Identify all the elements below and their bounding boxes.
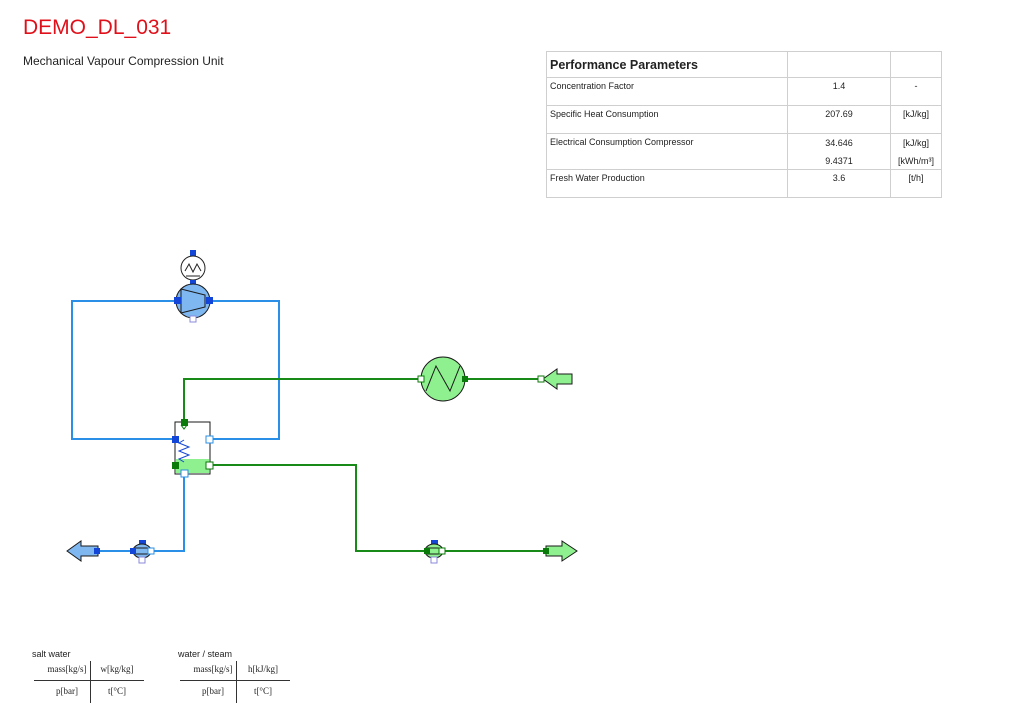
row-unit: [kJ/kg] [902,138,929,148]
table-row: Concentration Factor 1.4 - [546,77,942,106]
legend-bottom-left: p[bar] [56,686,78,696]
evaporator-top-port [181,419,188,426]
performance-parameters-table: Performance Parameters Concentration Fac… [546,51,942,198]
legend-title: salt water [32,649,71,659]
row-unit: [t/h] [890,169,942,198]
compressor-icon[interactable] [174,283,213,323]
table-row: Fresh Water Production 3.6 [t/h] [546,169,942,198]
row-value: 207.69 [787,105,891,134]
vapour-loop-right [210,300,280,440]
legend-title: water / steam [178,649,233,659]
preheat-to-evaporator-line [183,378,421,421]
page-title: DEMO_DL_031 [23,16,172,39]
legend-divider [236,661,237,703]
preheater-left-port [417,375,425,383]
legend-bottom-left: p[bar] [202,686,224,696]
evaporator-icon[interactable] [172,419,214,478]
salt-water-lines [71,300,280,552]
legend-bottom-right: t[°C] [107,686,127,696]
row-value: 9.4371 [825,156,853,166]
table-header-row: Performance Parameters [546,51,942,78]
legend-salt-water: salt water mass[kg/s] w[kg/kg] p[bar] t[… [32,649,152,705]
legend-divider [180,680,290,681]
brine-pump-icon[interactable] [130,540,155,564]
row-label: Concentration Factor [546,77,788,106]
page-subtitle: Mechanical Vapour Compression Unit [23,54,224,68]
row-unit: [kWh/m³] [898,156,934,166]
distillate-sink-arrow-icon[interactable] [543,540,578,562]
preheater-icon[interactable] [417,356,468,402]
legend-water-steam: water / steam mass[kg/s] h[kJ/kg] p[bar]… [178,649,298,705]
row-unit: [kJ/kg] [890,105,942,134]
row-label: Fresh Water Production [546,169,788,198]
motor-top-port [190,250,196,256]
row-value: 3.6 [787,169,891,198]
legend-bottom-right: t[°C] [253,686,273,696]
legend-top-left: mass[kg/s] [47,664,87,674]
distillate-line [210,464,428,552]
water-steam-lines [183,378,546,552]
evaporator-distillate-in-port [172,462,179,469]
evaporator-distillate-out-port [205,461,214,470]
legend-divider [90,661,91,703]
vapour-loop-left [71,300,178,440]
evaporator-brine-out-port [180,469,189,478]
legend-top-right: w[kg/kg] [100,664,134,674]
legend-top-right: h[kJ/kg] [248,664,278,674]
row-value: 1.4 [787,77,891,106]
performance-parameters-title: Performance Parameters [550,57,698,72]
row-units: [kJ/kg] [kWh/m³] [890,133,942,170]
brine-sink-arrow-icon[interactable] [66,540,100,562]
legend-divider [34,680,144,681]
compressor-outlet-port [206,297,213,304]
motor-icon[interactable] [180,250,206,286]
legend-top-left: mass[kg/s] [193,664,233,674]
feed-source-arrow-icon[interactable] [537,368,573,390]
row-label: Specific Heat Consumption [546,105,788,134]
table-row: Specific Heat Consumption 207.69 [kJ/kg] [546,105,942,134]
row-unit: - [890,77,942,106]
brine-outlet-line [148,474,185,552]
row-values: 34.646 9.4371 [787,133,891,170]
preheater-right-port [462,376,468,382]
evaporator-vapour-out-port [205,435,214,444]
motor-shaft-port [190,280,196,286]
compressor-bottom-port [189,315,197,323]
compressor-inlet-port [174,297,181,304]
evaporator-vapour-in-port [172,436,179,443]
table-title-cell: Performance Parameters [546,51,788,78]
distillate-pump-icon[interactable] [424,540,446,564]
table-header-empty [890,51,942,78]
row-value: 34.646 [825,138,853,148]
